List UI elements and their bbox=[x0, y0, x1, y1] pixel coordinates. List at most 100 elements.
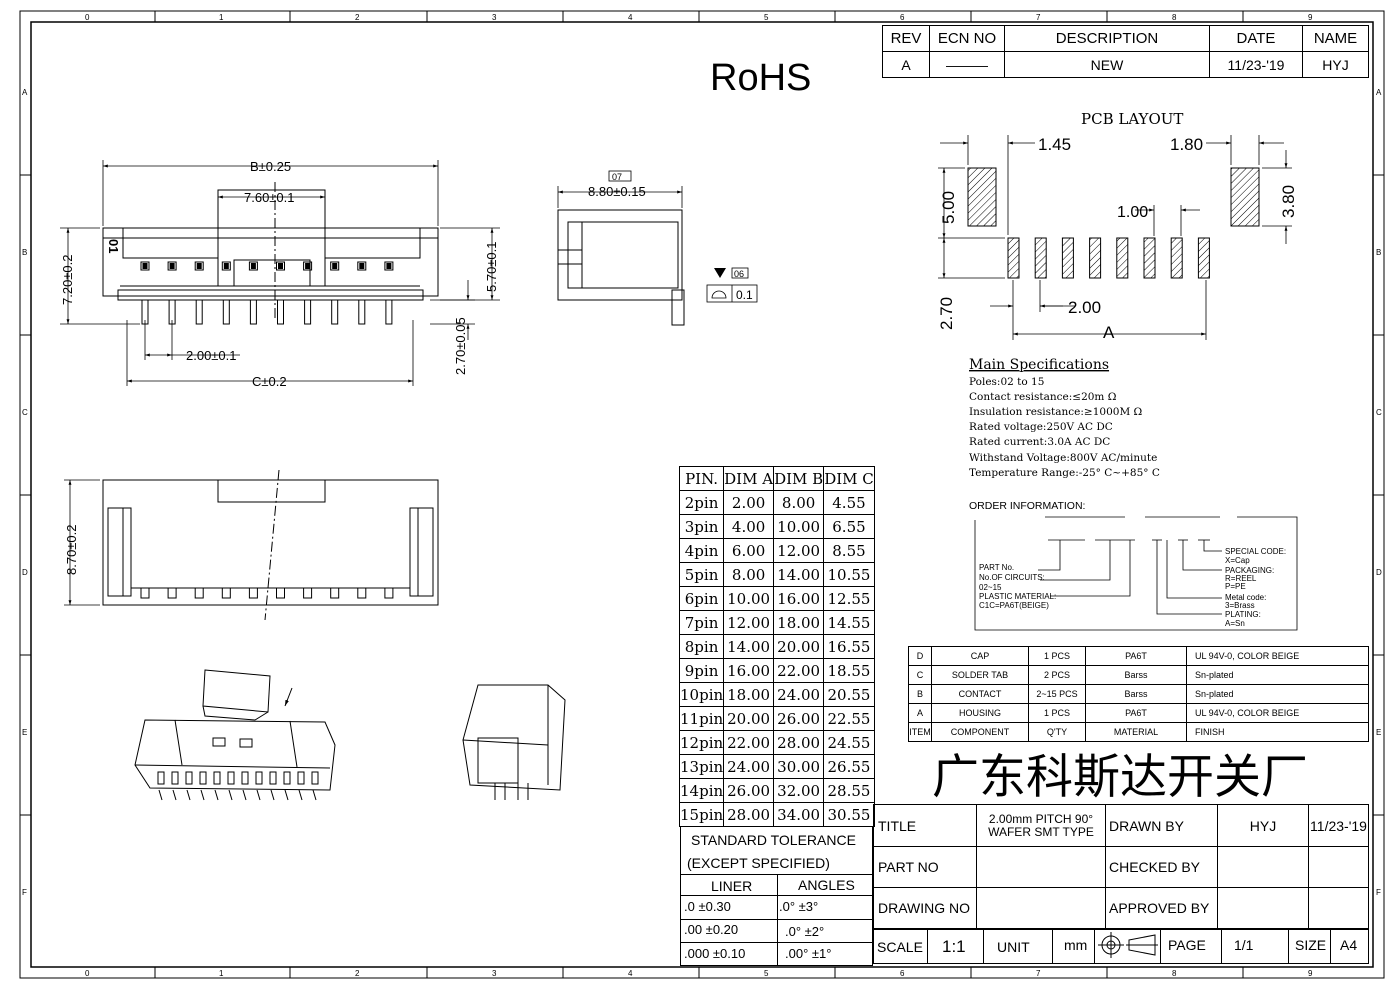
checked-date bbox=[1308, 846, 1369, 888]
rev-value: A bbox=[882, 51, 930, 78]
rohs-label: RoHS bbox=[710, 57, 811, 99]
contact-tip bbox=[223, 263, 229, 269]
bom-item-cell: ITEM bbox=[908, 722, 932, 742]
contact-tip bbox=[278, 263, 283, 269]
contact-leg bbox=[277, 299, 284, 325]
rev-header: REV bbox=[882, 25, 930, 52]
tolerance-angle-2: .0° ±2° bbox=[785, 924, 825, 939]
iso-pin bbox=[241, 771, 249, 785]
bom-qty-cell: 1 PCS bbox=[1028, 646, 1086, 666]
pin-count-cell: 9pin bbox=[678, 658, 725, 683]
dim-b-cell: 10.00 bbox=[773, 514, 825, 539]
dim-a-cell: 4.00 bbox=[723, 514, 775, 539]
contact-tip bbox=[305, 263, 311, 269]
contact-window bbox=[276, 261, 285, 271]
contact-tip bbox=[196, 263, 202, 269]
top-pin bbox=[194, 587, 204, 599]
note-06: 06 bbox=[734, 269, 744, 279]
zone-column-label: 0 bbox=[85, 13, 90, 22]
zone-column-label: 7 bbox=[1036, 13, 1041, 22]
bom-material-cell: Barss bbox=[1085, 665, 1187, 685]
iso-view-right bbox=[462, 684, 566, 800]
contact-tip bbox=[250, 263, 256, 269]
tolerance-title-1: STANDARD TOLERANCE bbox=[691, 832, 856, 848]
dim-a-cell: 8.00 bbox=[723, 562, 775, 587]
top-pin bbox=[140, 587, 150, 599]
pin-count-cell: 8pin bbox=[678, 634, 725, 659]
order-label: PART No. bbox=[979, 563, 1014, 572]
zone-column-label: 3 bbox=[492, 969, 497, 978]
dim-b-cell: 8.00 bbox=[773, 490, 825, 515]
dim-c-cell: 24.55 bbox=[823, 730, 875, 755]
bom-component-cell: CONTACT bbox=[931, 684, 1029, 704]
zone-column-label: 2 bbox=[355, 969, 360, 978]
dim-a-cell: 2.00 bbox=[723, 490, 775, 515]
bom-component-cell: SOLDER TAB bbox=[931, 665, 1029, 685]
pin-count-cell: 12pin bbox=[678, 730, 725, 755]
zone-column-label: 0 bbox=[85, 969, 90, 978]
zone-column-label: 5 bbox=[764, 13, 769, 22]
bom-item-cell: A bbox=[908, 703, 932, 723]
spec-line: Rated current:3.0A AC DC bbox=[969, 436, 1110, 448]
iso-pin bbox=[283, 771, 291, 785]
contact-window bbox=[330, 261, 340, 271]
specs-list: Poles:02 to 15 Contact resistance:≤20m Ω… bbox=[969, 376, 1160, 479]
dim-c-cell: 22.55 bbox=[823, 706, 875, 731]
top-dimensions bbox=[64, 479, 100, 606]
unit-label: UNIT bbox=[997, 939, 1030, 955]
pcb-layout-title: PCB LAYOUT bbox=[1081, 110, 1183, 128]
zone-column-label: 4 bbox=[628, 969, 633, 978]
specs-title: Main Specifications bbox=[969, 357, 1109, 373]
dim-a-cell: 10.00 bbox=[723, 586, 775, 611]
pin1-mark: 01 bbox=[106, 239, 121, 253]
dim-a-cell: 26.00 bbox=[723, 778, 775, 803]
dim-table-header: PIN. bbox=[678, 466, 725, 491]
zone-row-label: A bbox=[1376, 88, 1382, 97]
dim-c-cell: 8.55 bbox=[823, 538, 875, 563]
projection-icon bbox=[1098, 932, 1158, 958]
zone-row-label: D bbox=[22, 568, 28, 577]
zone-row-label: E bbox=[1376, 728, 1381, 737]
dim-760: 7.60±0.1 bbox=[244, 190, 295, 205]
zone-row-label: E bbox=[22, 728, 27, 737]
part-no-value bbox=[976, 846, 1106, 888]
bom-item-cell: D bbox=[908, 646, 932, 666]
order-info-diagram bbox=[974, 516, 1298, 631]
contact-window bbox=[194, 261, 204, 271]
dim-b-cell: 18.00 bbox=[773, 610, 825, 635]
name-header: NAME bbox=[1302, 25, 1369, 52]
top-pin bbox=[303, 587, 313, 599]
pin-count-cell: 10pin bbox=[678, 682, 725, 707]
dim-c-cell: 26.55 bbox=[823, 754, 875, 779]
top-pin bbox=[384, 587, 394, 599]
bom-item-cell: B bbox=[908, 684, 932, 704]
top-pin bbox=[221, 587, 231, 599]
drawn-by-label: DRAWN BY bbox=[1105, 804, 1218, 847]
contact-tip bbox=[142, 263, 148, 269]
bom-component-cell: CAP bbox=[931, 646, 1029, 666]
tolerance-angle-3: .00° ±1° bbox=[785, 946, 832, 961]
iso-pin-foot bbox=[200, 789, 205, 801]
drawn-date: 11/23-'19 bbox=[1308, 804, 1369, 847]
spec-line: Withstand Voltage:800V AC/minute bbox=[969, 452, 1157, 464]
front-dimensions bbox=[60, 160, 500, 386]
side-view bbox=[557, 209, 685, 326]
zone-column-label: 6 bbox=[900, 13, 905, 22]
size-label: SIZE bbox=[1295, 937, 1327, 953]
iso-pin bbox=[255, 771, 263, 785]
contact-window bbox=[221, 261, 231, 271]
description-value: NEW bbox=[1004, 51, 1210, 78]
description-header: DESCRIPTION bbox=[1004, 25, 1210, 52]
zone-row-label: A bbox=[22, 88, 28, 97]
dim-c: C±0.2 bbox=[252, 374, 287, 389]
order-info-right-labels: SPECIAL CODE: X=Cap PACKAGING: R=REEL P=… bbox=[1225, 547, 1286, 628]
dim-b-cell: 24.00 bbox=[773, 682, 825, 707]
zone-row-label: B bbox=[1376, 248, 1381, 257]
bom-material-cell: MATERIAL bbox=[1085, 722, 1187, 742]
